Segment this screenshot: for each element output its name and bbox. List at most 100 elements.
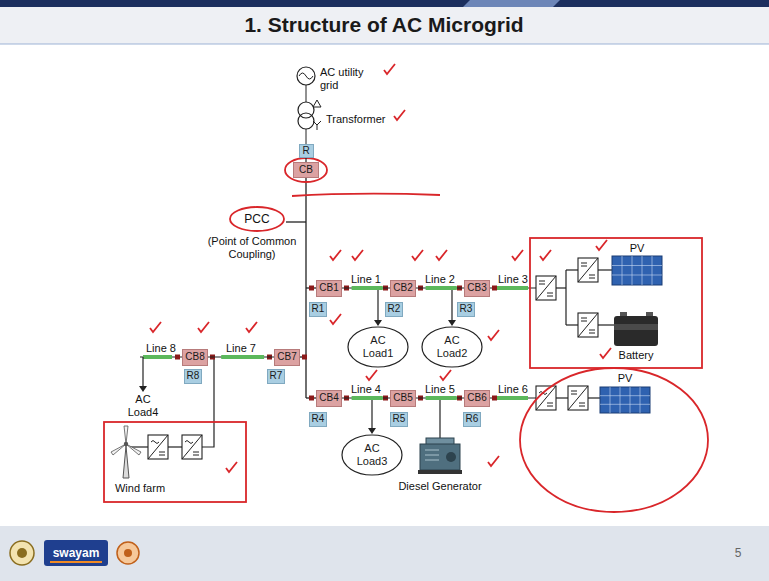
- relay-box: R2: [385, 302, 404, 317]
- red-annotation: [366, 370, 377, 380]
- pv-panel-icon: [600, 387, 650, 413]
- grid-source: [297, 67, 315, 102]
- relay-box: R8: [184, 369, 203, 384]
- pv-battery-branch: [566, 269, 578, 270]
- red-annotation: [488, 330, 499, 340]
- load-tap-arrow: [451, 288, 452, 321]
- line-connector: [208, 357, 274, 358]
- red-annotation: [384, 64, 395, 74]
- feeder-wire: [140, 288, 536, 398]
- feeder-wire: [143, 355, 172, 359]
- red-annotation: [330, 314, 341, 324]
- transformer-symbol: [298, 100, 321, 144]
- node-text: CB: [299, 164, 313, 176]
- line-connector: [208, 356, 274, 357]
- header-band: [0, 0, 769, 44]
- grid-source: [297, 67, 315, 85]
- red-annotation: [600, 348, 611, 358]
- node-text: R6: [466, 413, 479, 425]
- circuit-breaker-box: CB5: [390, 390, 416, 407]
- load-tap-arrow: [368, 428, 376, 434]
- line-label: Line 5: [425, 383, 455, 396]
- node-text: CB4: [319, 392, 338, 404]
- transformer-symbol: [313, 121, 321, 130]
- converter-symbol: [182, 435, 202, 459]
- junction-marker: [309, 286, 314, 291]
- bus-wire: [286, 221, 306, 222]
- converter-symbol: [568, 386, 588, 410]
- transformer-symbol: [306, 129, 307, 144]
- relay-box: R7: [267, 369, 286, 384]
- wind-turbine-icon: [123, 446, 129, 478]
- circuit-breaker-box: CB3: [464, 280, 490, 297]
- footer-band: [0, 526, 769, 581]
- relay-box: R5: [390, 412, 409, 427]
- circuit-breaker-box: CB: [293, 162, 319, 178]
- node-text: CB6: [467, 392, 486, 404]
- pv-battery-branch: [566, 324, 578, 325]
- line-label: Line 1: [351, 273, 381, 286]
- load-ellipse: AC Load2: [421, 326, 483, 368]
- diesel-generator-icon: [446, 452, 456, 462]
- junction-marker: [492, 396, 497, 401]
- red-annotation: [394, 110, 405, 120]
- transformer-symbol: [298, 113, 314, 129]
- red-annotation: [104, 64, 708, 512]
- pv-panel-icon: [612, 256, 662, 285]
- battery-icon: [620, 312, 627, 316]
- footer-band: [124, 549, 132, 557]
- line-connector: [416, 397, 464, 398]
- node-text: AC Load2: [434, 334, 470, 359]
- converter-symbol: [578, 313, 598, 337]
- node-text: CB7: [277, 351, 296, 363]
- header-band: [0, 44, 769, 45]
- converter-symbol: [578, 258, 598, 282]
- relay-box: R1: [309, 302, 328, 317]
- footer-band: [44, 540, 108, 566]
- text-label: PV: [618, 372, 633, 385]
- line-segment: [426, 286, 457, 290]
- pv-battery-branch: [565, 270, 566, 325]
- junction-marker: [302, 355, 307, 360]
- circuit-breaker-box: CB2: [390, 280, 416, 297]
- feeder-wire: [495, 396, 528, 400]
- red-annotation: [412, 250, 423, 260]
- node-text: CB5: [393, 392, 412, 404]
- node-text: R3: [460, 303, 473, 315]
- node-text: CB2: [393, 282, 412, 294]
- text-label: Transformer: [326, 113, 386, 126]
- diesel-generator-icon: [418, 470, 462, 474]
- converter-symbol: [148, 435, 168, 459]
- load-tap-arrow: [448, 320, 456, 326]
- line-connector: [416, 287, 464, 288]
- line-connector: [342, 397, 390, 398]
- text-label: swayam: [53, 546, 100, 560]
- load-tap-arrow: [139, 386, 147, 392]
- load-tap-arrow: [439, 398, 440, 440]
- feeder-wire: [495, 286, 528, 290]
- node-text: R7: [270, 370, 283, 382]
- junction-marker: [175, 355, 180, 360]
- line-connector: [416, 398, 464, 399]
- red-annotation: [246, 322, 257, 332]
- pv-panel-icon: [600, 387, 650, 413]
- battery-icon: [614, 324, 658, 330]
- text-label: Diesel Generator: [398, 480, 481, 493]
- text-label: (Point of Common Coupling): [204, 235, 300, 261]
- header-band: [0, 0, 769, 44]
- footer-band: [50, 561, 102, 563]
- line-segment: [352, 286, 383, 290]
- load-tap-arrow: [142, 357, 143, 387]
- text-label: AC Load4: [125, 393, 161, 419]
- red-annotation: [488, 456, 499, 466]
- red-annotation: [512, 250, 523, 260]
- footer-band: [10, 541, 34, 565]
- node-text: R5: [393, 413, 406, 425]
- line-connector: [342, 287, 390, 288]
- red-annotation: [520, 368, 708, 512]
- circuit-breaker-box: CB4: [316, 390, 342, 407]
- red-annotation: [150, 322, 161, 332]
- line-connector: [416, 288, 464, 289]
